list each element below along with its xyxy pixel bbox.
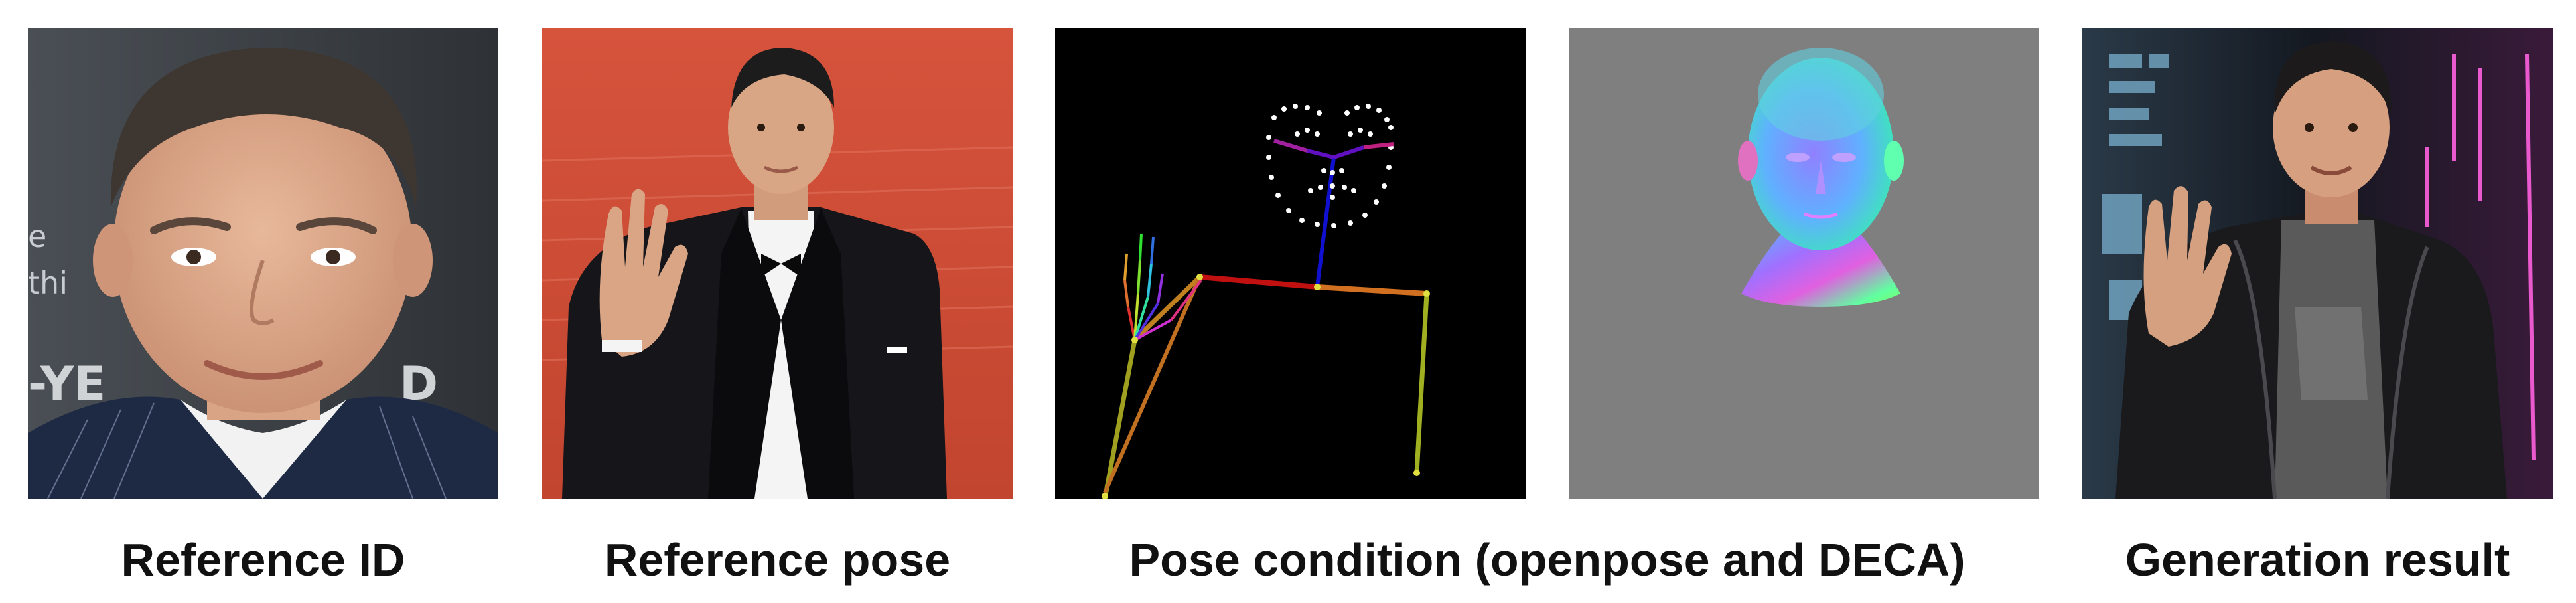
openpose-skeleton: [1055, 28, 1526, 499]
caption-generation-result: Generation result: [2125, 534, 2510, 586]
svg-text:thi: thi: [28, 265, 68, 301]
reference-id-photo: e thi -YE D: [28, 28, 498, 499]
caption-reference-pose: Reference pose: [604, 534, 951, 586]
svg-text:e: e: [28, 218, 46, 254]
caption-reference-id: Reference ID: [121, 534, 405, 586]
generation-result-photo: [2082, 28, 2553, 499]
reference-pose-photo: [542, 28, 1013, 499]
caption-pose-condition: Pose condition (openpose and DECA): [1129, 534, 1966, 586]
svg-text:-YE: -YE: [28, 357, 106, 411]
deca-head-render: [1569, 28, 2039, 499]
